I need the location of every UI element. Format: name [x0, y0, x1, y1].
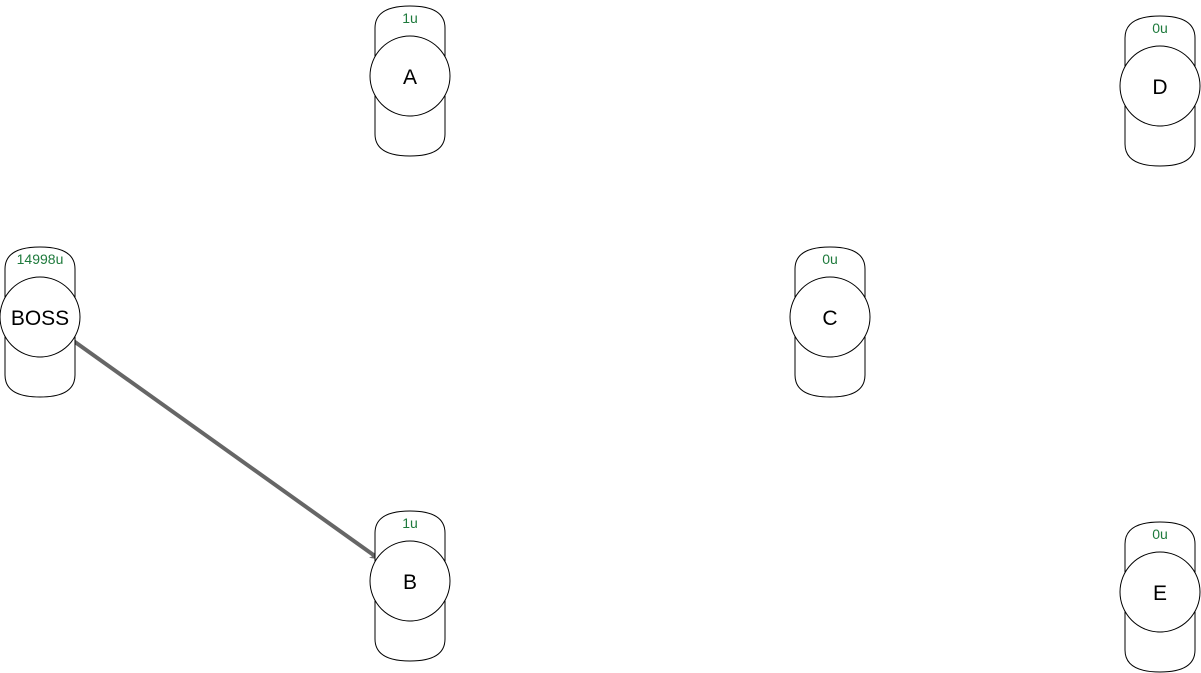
node-value: 0u	[1152, 526, 1168, 542]
node-circle	[1119, 45, 1201, 127]
node-label: C	[822, 307, 837, 330]
node-circle	[369, 35, 451, 117]
node-b[interactable]: 1uB	[369, 510, 451, 662]
node-circle	[369, 540, 451, 622]
node-label: E	[1153, 582, 1167, 605]
node-value: 0u	[1152, 20, 1168, 36]
node-value: 1u	[402, 515, 418, 531]
node-circle	[0, 276, 81, 358]
node-value: 1u	[402, 10, 418, 26]
node-label: A	[403, 66, 417, 89]
node-value: 14998u	[17, 251, 64, 267]
node-circle	[789, 276, 871, 358]
node-label: B	[403, 571, 417, 594]
node-label: BOSS	[11, 307, 69, 330]
edge-boss-to-b	[71, 338, 380, 560]
node-a[interactable]: 1uA	[369, 5, 451, 157]
node-d[interactable]: 0uD	[1119, 15, 1201, 167]
node-value: 0u	[822, 251, 838, 267]
node-label: D	[1152, 76, 1167, 99]
node-c[interactable]: 0uC	[789, 246, 871, 398]
node-circle	[1119, 551, 1201, 633]
node-e[interactable]: 0uE	[1119, 521, 1201, 673]
edges-layer	[71, 338, 380, 560]
